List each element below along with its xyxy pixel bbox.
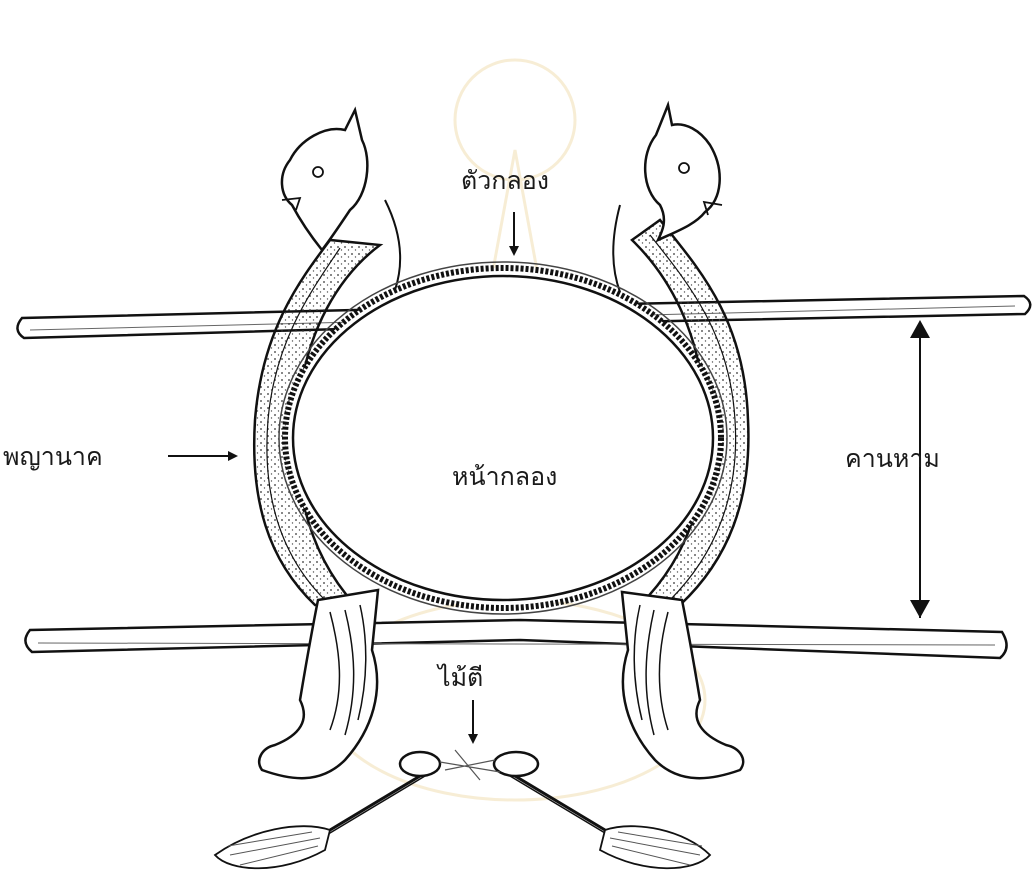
label-drum-body: ตัวกลอง [461,168,549,193]
label-carrying-pole: คานหาม [845,446,940,471]
label-naga: พญานาค [3,444,103,469]
label-drum-sticks: ไม้ตี [438,665,483,690]
label-drum-head: หน้ากลอง [452,464,557,489]
carrying-pole-bottom [25,620,1006,658]
